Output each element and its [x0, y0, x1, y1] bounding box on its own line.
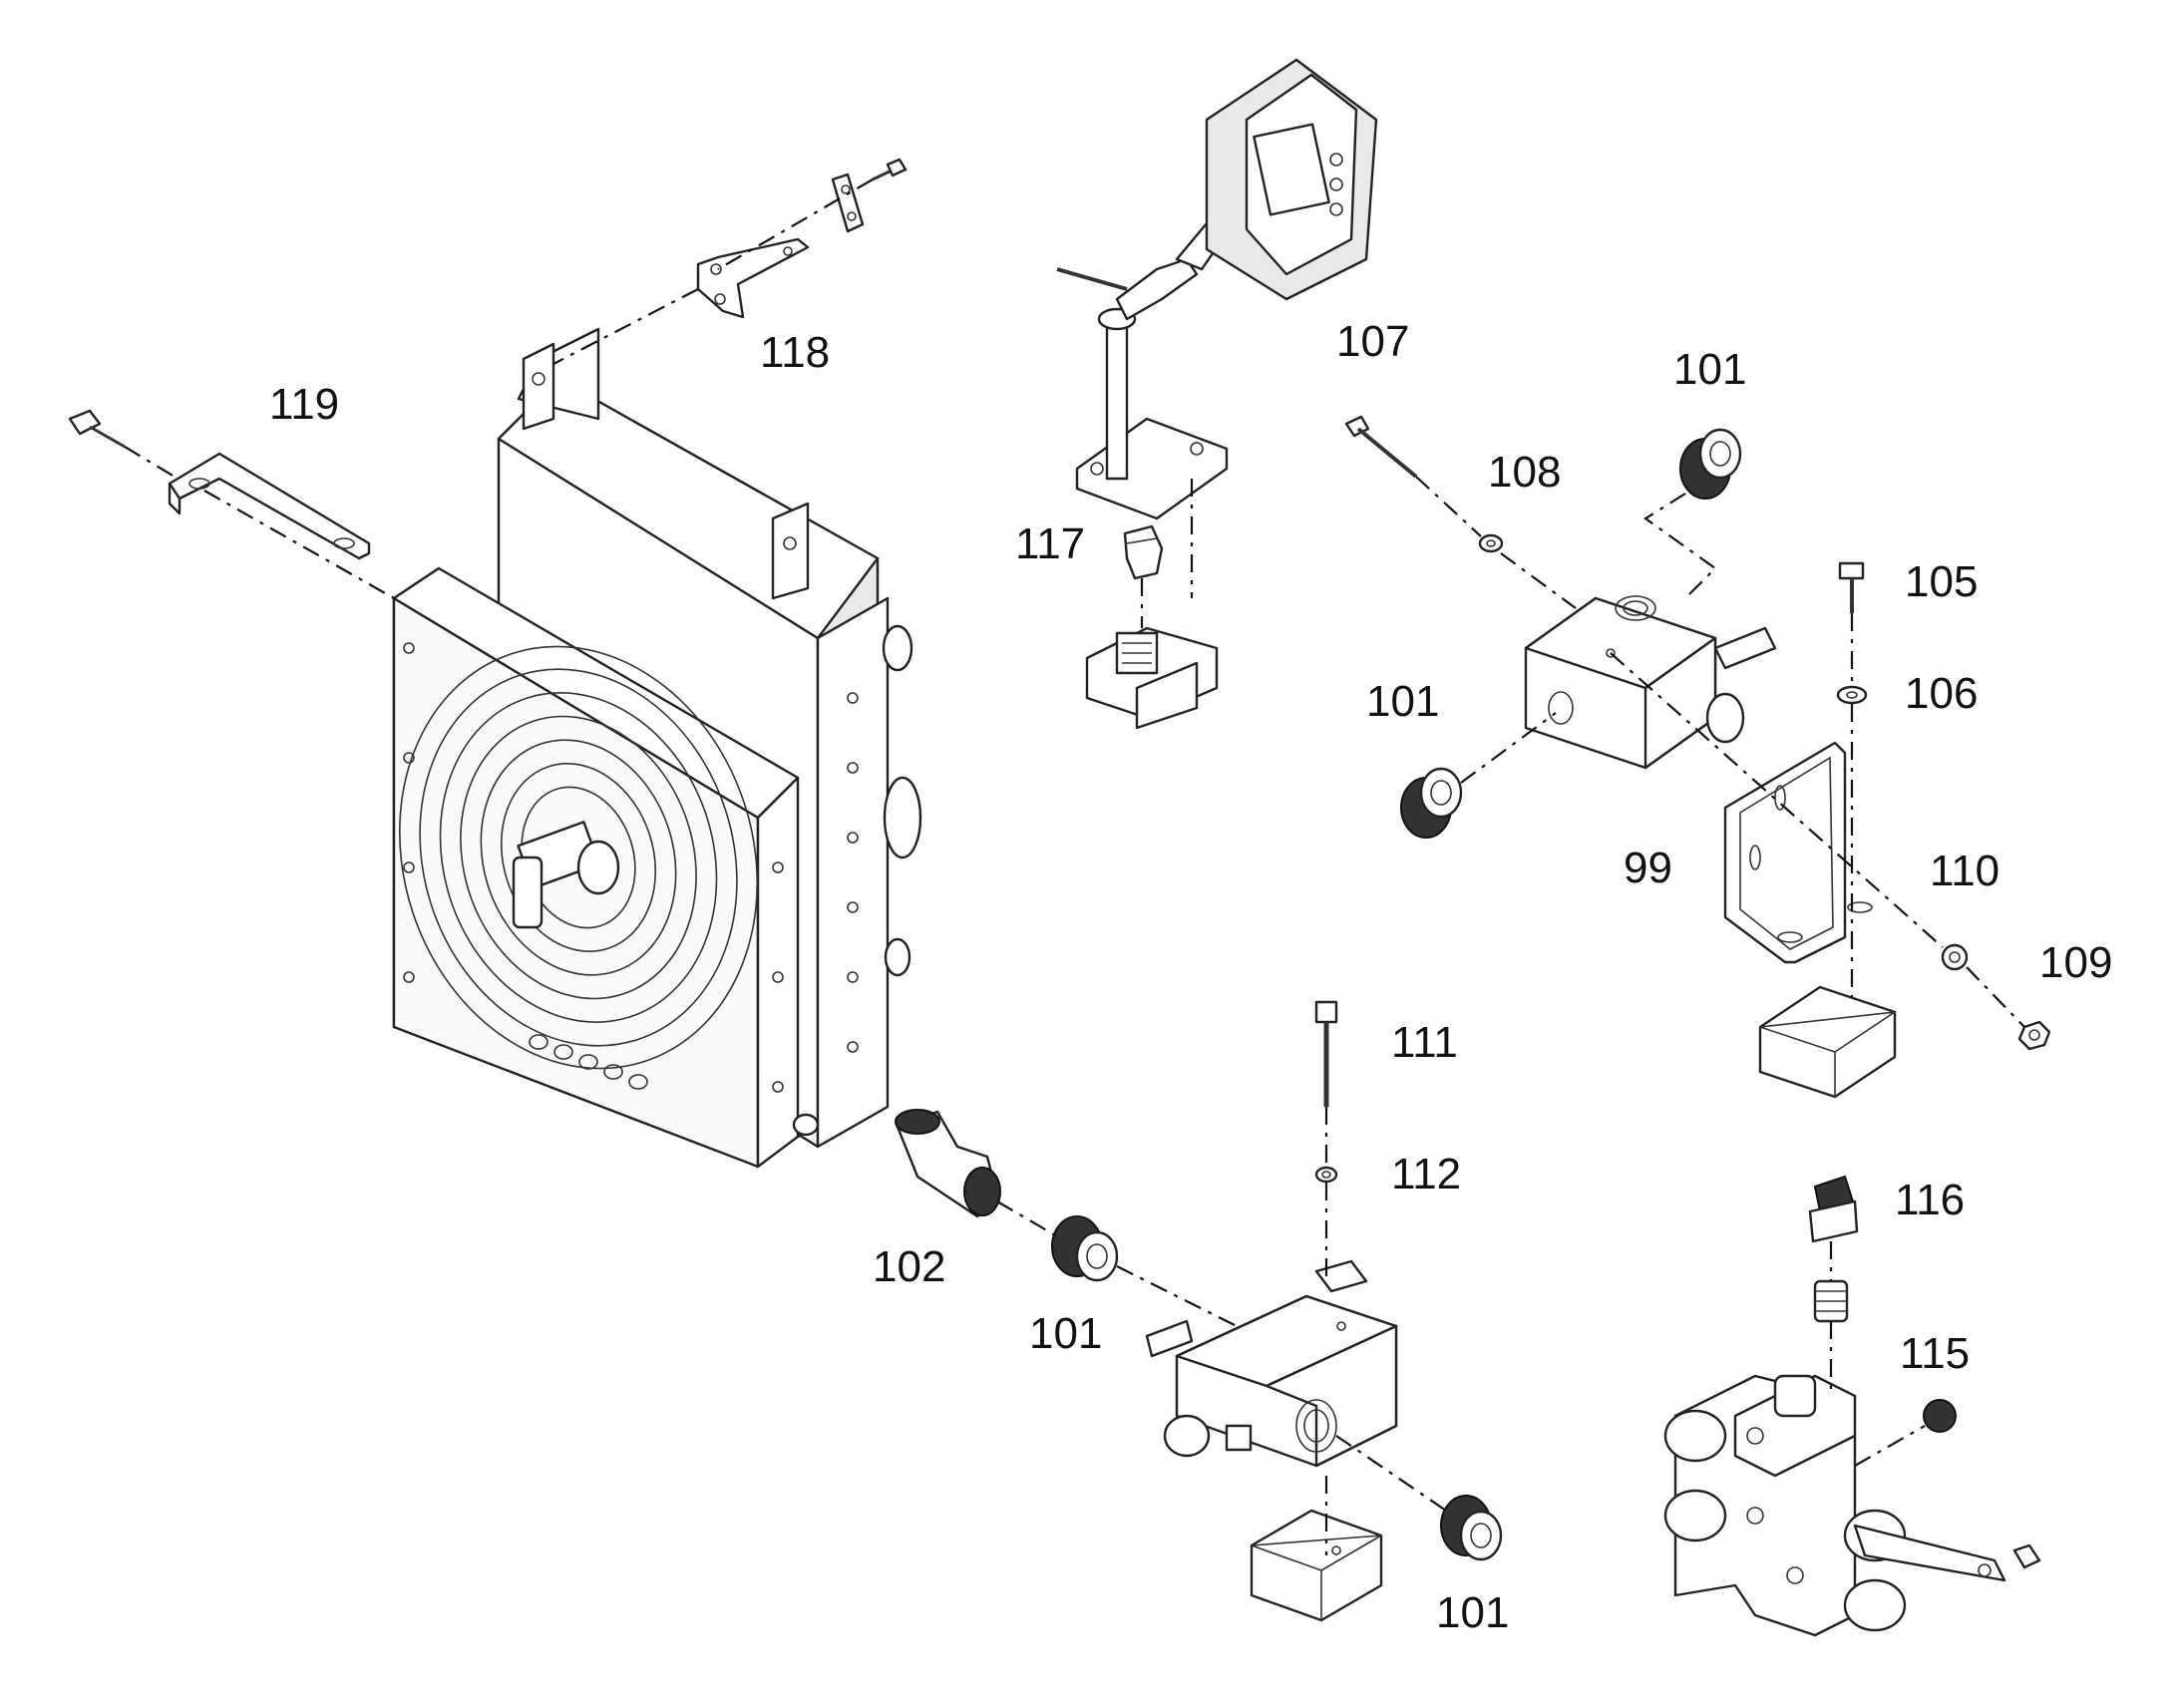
callout-116: 116 — [1895, 1176, 1965, 1224]
washer-110 — [1941, 943, 1969, 971]
bracket-99 — [1723, 741, 1873, 964]
bolt-107 — [1344, 415, 1418, 479]
callout-117: 117 — [1015, 519, 1085, 568]
callout-111: 111 — [1391, 1018, 1458, 1067]
fitting-101-upper-right — [1679, 428, 1742, 500]
fan-guard — [398, 645, 759, 1070]
callout-119: 119 — [269, 380, 339, 429]
cooler-fan-assembly — [392, 327, 922, 1169]
leader-line-101-upper-right — [1643, 493, 1717, 599]
screw-105 — [1838, 561, 1865, 613]
callout-106: 106 — [1905, 669, 1978, 718]
frame-bolts — [403, 642, 784, 1093]
fitting-116 — [1808, 1175, 1859, 1323]
plug-115 — [1923, 1399, 1957, 1433]
bolt-119 — [68, 409, 126, 449]
callout-118: 118 — [760, 328, 830, 377]
valve-block-upper — [1524, 595, 1777, 770]
valve-block-lower — [1145, 1259, 1398, 1468]
callout-109: 109 — [2039, 938, 2112, 987]
fitting-101-lower-right — [1440, 1495, 1503, 1561]
callout-99: 99 — [1624, 844, 1672, 892]
terminal-mount — [1056, 58, 1378, 520]
fitting-101-upper-left — [1400, 767, 1463, 839]
callout-101-lower-left: 101 — [1029, 1309, 1102, 1358]
fan-motor — [512, 821, 620, 929]
washer-108 — [1478, 533, 1504, 553]
leader-line-101-lower-right — [1335, 1435, 1447, 1512]
callout-110: 110 — [1930, 847, 1999, 895]
bolt-111 — [1314, 1000, 1338, 1107]
callout-108: 108 — [1488, 448, 1561, 497]
callout-102: 102 — [873, 1242, 945, 1291]
callout-101-upper-right: 101 — [1673, 345, 1746, 394]
callout-101-upper-left: 101 — [1366, 677, 1439, 726]
plate-118 — [831, 172, 865, 233]
washer-106 — [1836, 685, 1868, 705]
callout-112: 112 — [1391, 1150, 1461, 1198]
washer-112 — [1314, 1166, 1338, 1184]
leader-line-118 — [552, 178, 874, 365]
side-tank-bolts — [847, 692, 859, 1053]
spacer-block-upper — [1758, 985, 1897, 1099]
leader-line-102 — [996, 1200, 1238, 1327]
fitting-101-lower-left — [1051, 1215, 1119, 1282]
bracket-119 — [168, 452, 371, 560]
callout-115: 115 — [1900, 1329, 1970, 1378]
directional-valve-115 — [1663, 1374, 2041, 1637]
bracket-118 — [696, 237, 810, 319]
callout-105: 105 — [1905, 557, 1978, 606]
connector-117 — [1085, 626, 1219, 730]
nut-109 — [2017, 1020, 2051, 1051]
leader-line-107 — [1415, 476, 1577, 609]
leader-line-115 — [1854, 1425, 1926, 1467]
callout-101-lower-right: 101 — [1436, 1588, 1509, 1637]
leader-line-119 — [124, 446, 395, 599]
bottom-fittings — [529, 1034, 648, 1090]
leader-line-110 — [1610, 652, 2025, 1028]
plug-117 — [1123, 524, 1164, 580]
elbow-102 — [895, 1109, 1001, 1218]
spacer-block-lower — [1250, 1509, 1383, 1622]
leader-line-117 — [1140, 479, 1194, 628]
callout-107: 107 — [1336, 317, 1409, 366]
screw-118 — [872, 158, 908, 181]
